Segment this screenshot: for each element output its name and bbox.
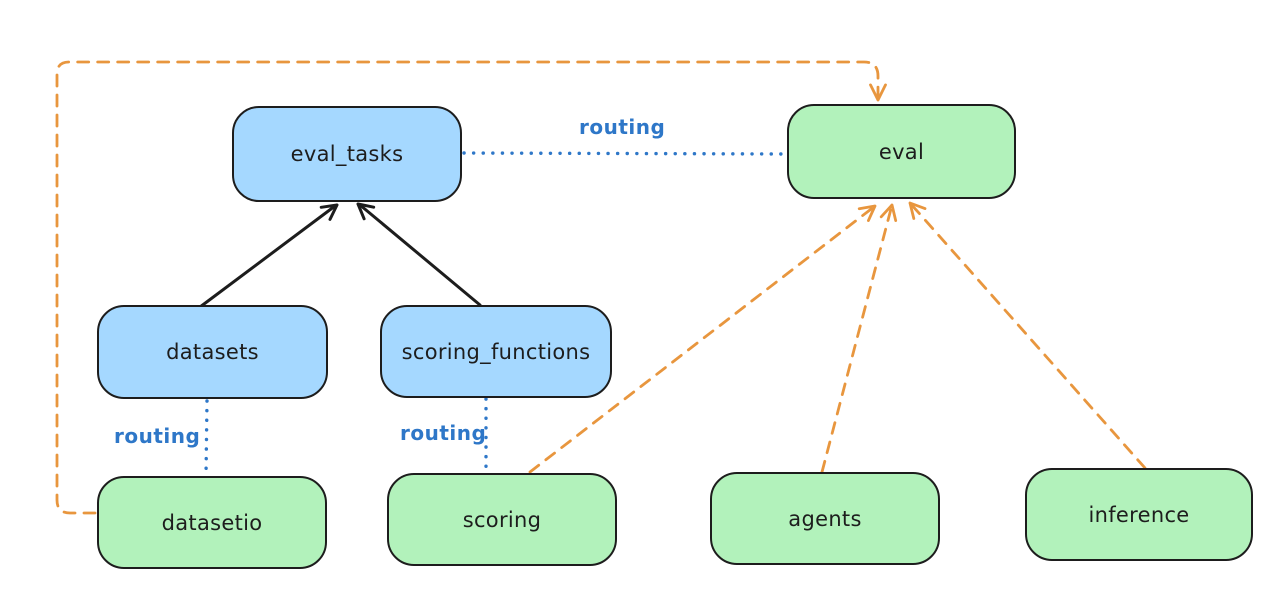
edge-scoring-to-eval-dashed bbox=[528, 204, 877, 474]
edge-label-routing-eval-tasks-eval: routing bbox=[579, 115, 666, 139]
edge-datasets-to-eval-tasks bbox=[198, 203, 339, 309]
edge-inference-to-eval-dashed bbox=[908, 201, 1147, 470]
node-agents-label: agents bbox=[788, 506, 862, 531]
node-datasets[interactable]: datasets bbox=[97, 305, 328, 399]
node-inference-label: inference bbox=[1088, 502, 1190, 527]
node-datasets-label: datasets bbox=[166, 340, 259, 364]
edge-datasetio-to-eval-dashed bbox=[55, 60, 887, 515]
node-agents[interactable]: agents bbox=[710, 472, 940, 565]
node-eval-label: eval bbox=[878, 139, 925, 164]
node-eval[interactable]: eval bbox=[787, 104, 1016, 199]
edge-scoring-functions-to-eval-tasks bbox=[356, 202, 482, 307]
edge-label-routing-datasets-datasetio: routing bbox=[114, 424, 201, 448]
node-scoring-functions[interactable]: scoring_functions bbox=[380, 305, 612, 398]
node-datasetio[interactable]: datasetio bbox=[97, 476, 327, 569]
node-eval-tasks[interactable]: eval_tasks bbox=[232, 106, 462, 202]
edge-label-routing-scoring-functions-scoring: routing bbox=[400, 421, 487, 445]
node-scoring-label: scoring bbox=[462, 507, 542, 532]
node-eval-tasks-label: eval_tasks bbox=[290, 142, 404, 166]
node-scoring[interactable]: scoring bbox=[387, 473, 617, 566]
node-inference[interactable]: inference bbox=[1025, 468, 1253, 561]
node-datasetio-label: datasetio bbox=[161, 510, 263, 535]
node-scoring-functions-label: scoring_functions bbox=[401, 339, 591, 364]
edge-eval-tasks-to-eval-dotted bbox=[462, 151, 786, 156]
edge-agents-to-eval-dashed bbox=[820, 203, 898, 474]
edge-datasets-to-datasetio-dotted bbox=[204, 399, 209, 477]
